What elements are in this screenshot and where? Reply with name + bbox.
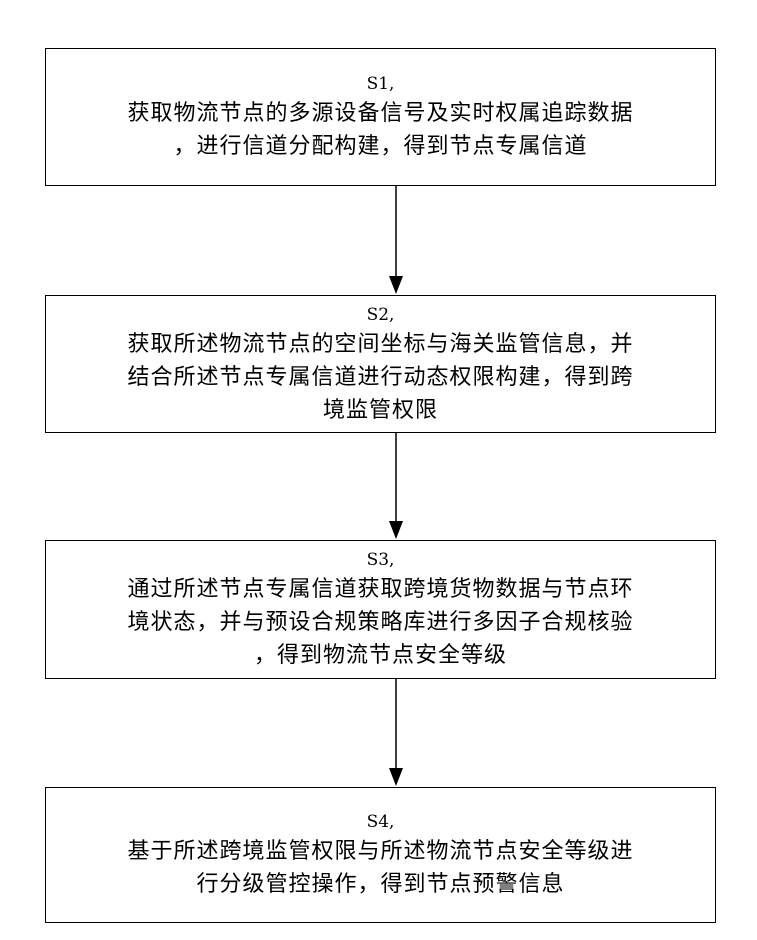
step-text-line: 基于所述跨境监管权限与所述物流节点安全等级进	[127, 835, 633, 868]
step-text-line: 境监管权限	[127, 394, 633, 427]
step-label-s1: S1,	[367, 71, 395, 97]
step-box-s2: S2, 获取所述物流节点的空间坐标与海关监管信息，并 结合所述节点专属信道进行动…	[45, 295, 716, 433]
step-text-line: 获取所述物流节点的空间坐标与海关监管信息，并	[127, 328, 633, 361]
step-text-line: 结合所述节点专属信道进行动态权限构建，得到跨	[127, 361, 633, 394]
step-label-s4: S4,	[367, 809, 395, 835]
step-text-line: ，进行信道分配构建，得到节点专属信道	[127, 130, 633, 163]
step-label-s3: S3,	[367, 547, 395, 573]
arrow-s3-to-s4	[389, 679, 403, 786]
arrow-s1-to-s2	[389, 186, 403, 294]
step-text-line: 境状态，并与预设合规策略库进行多因子合规核验	[127, 606, 633, 639]
step-text-s2: 获取所述物流节点的空间坐标与海关监管信息，并 结合所述节点专属信道进行动态权限构…	[127, 328, 633, 427]
step-text-s4: 基于所述跨境监管权限与所述物流节点安全等级进 行分级管控操作，得到节点预警信息	[127, 835, 633, 901]
step-label-s2: S2,	[367, 302, 395, 328]
step-text-line: ，得到物流节点安全等级	[127, 639, 633, 672]
step-box-s1: S1, 获取物流节点的多源设备信号及实时权属追踪数据 ，进行信道分配构建，得到节…	[45, 48, 716, 186]
step-text-line: 通过所述节点专属信道获取跨境货物数据与节点环	[127, 573, 633, 606]
step-text-line: 行分级管控操作，得到节点预警信息	[127, 868, 633, 901]
arrow-s2-to-s3	[389, 433, 403, 539]
step-text-s1: 获取物流节点的多源设备信号及实时权属追踪数据 ，进行信道分配构建，得到节点专属信…	[127, 97, 633, 163]
step-text-s3: 通过所述节点专属信道获取跨境货物数据与节点环 境状态，并与预设合规策略库进行多因…	[127, 573, 633, 672]
step-text-line: 获取物流节点的多源设备信号及实时权属追踪数据	[127, 97, 633, 130]
step-box-s4: S4, 基于所述跨境监管权限与所述物流节点安全等级进 行分级管控操作，得到节点预…	[45, 787, 716, 923]
step-box-s3: S3, 通过所述节点专属信道获取跨境货物数据与节点环 境状态，并与预设合规策略库…	[45, 540, 716, 679]
